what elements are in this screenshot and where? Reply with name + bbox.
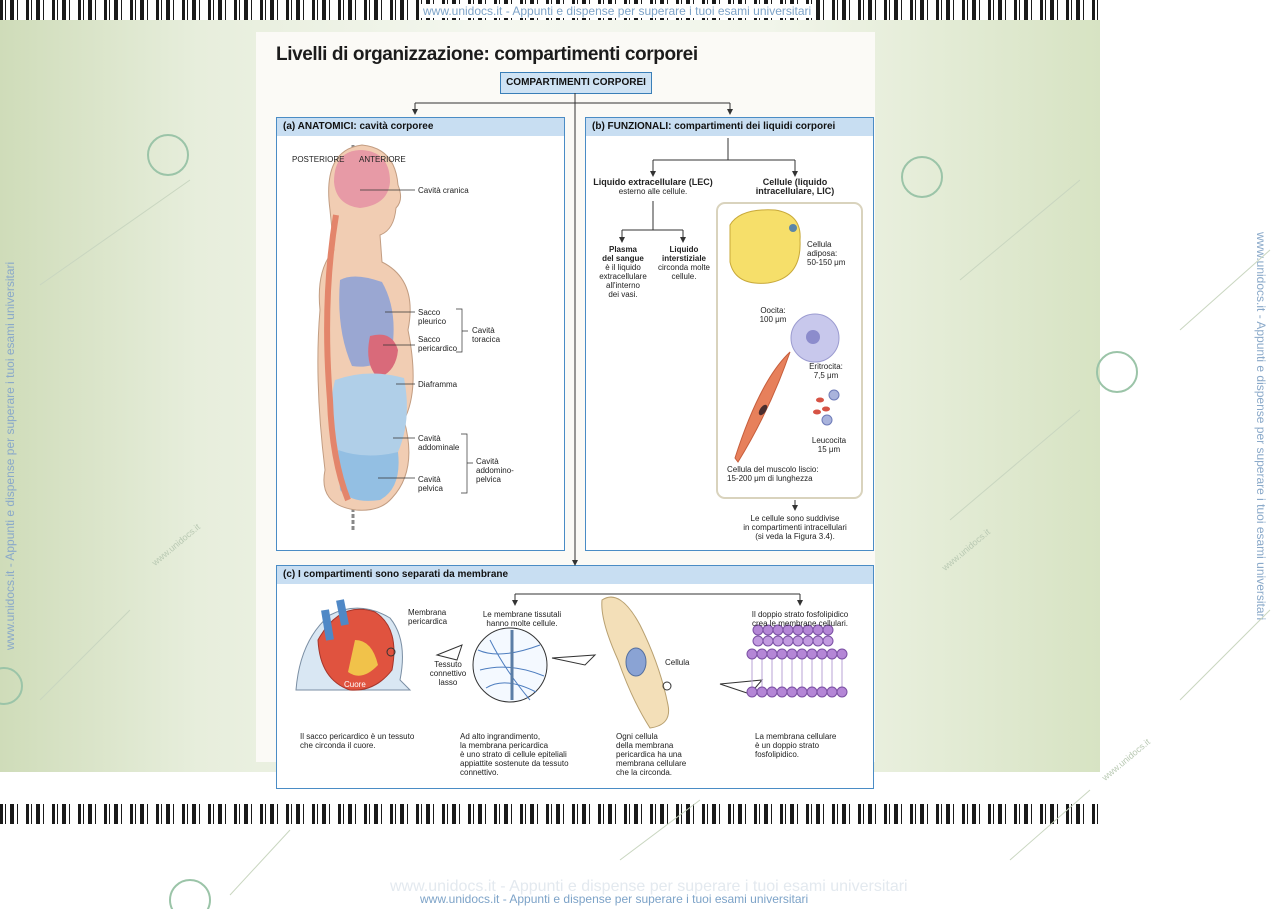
watermark-top: www.unidocs.it - Appunti e dispense per … bbox=[420, 4, 815, 18]
label-muscolo-liscio: Cellula del muscolo liscio:15-200 μm di … bbox=[727, 465, 819, 483]
phospholipid-bilayer bbox=[746, 624, 848, 698]
label-cellula: Cellula bbox=[665, 658, 690, 667]
label-cavita-cranica: Cavità cranica bbox=[418, 186, 469, 195]
label-eritrocita: Eritrocita:7,5 μm bbox=[809, 362, 843, 380]
label-anteriore: ANTERIORE bbox=[359, 155, 406, 164]
label-lec: Liquido extracellulare (LEC)esterno alle… bbox=[593, 177, 713, 197]
label-cuore: Cuore bbox=[344, 680, 366, 689]
label-oocita: Oocita:100 μm bbox=[759, 306, 787, 324]
label-diaframma: Diaframma bbox=[418, 380, 458, 389]
barcode-strip-bottom bbox=[0, 804, 1100, 824]
panel-anatomici-header: (a) ANATOMICI: cavità corporee bbox=[277, 118, 564, 136]
panel-funzionali-header: (b) FUNZIONALI: compartimenti dei liquid… bbox=[586, 118, 873, 136]
watermark-bottom: www.unidocs.it - Appunti e dispense per … bbox=[420, 892, 809, 906]
panel-membrane-header: (c) I compartimenti sono separati da mem… bbox=[277, 566, 873, 584]
label-ingrandimento: Ad alto ingrandimento,la membrana perica… bbox=[460, 732, 569, 777]
diagram-title: Livelli di organizzazione: compartimenti… bbox=[276, 44, 698, 65]
root-box: COMPARTIMENTI CORPOREI bbox=[500, 72, 652, 94]
label-posteriore: POSTERIORE bbox=[292, 155, 345, 164]
watermark-bottom-faint: www.unidocs.it - Appunti e dispense per … bbox=[390, 878, 908, 895]
